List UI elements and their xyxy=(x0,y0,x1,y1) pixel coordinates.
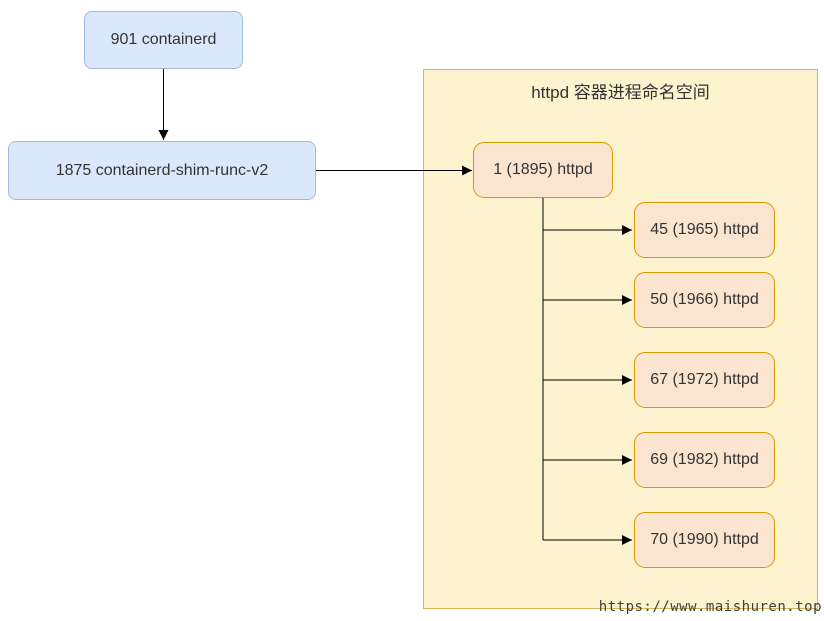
process-box-httpd-child-69: 69 (1982) httpd xyxy=(634,432,775,488)
process-label-httpd-child: 45 (1965) httpd xyxy=(650,221,759,238)
process-box-containerd-shim: 1875 containerd-shim-runc-v2 xyxy=(8,141,316,200)
process-label-httpd-child: 69 (1982) httpd xyxy=(650,451,759,468)
process-label-httpd-child: 67 (1972) httpd xyxy=(650,371,759,388)
process-box-httpd-child-50: 50 (1966) httpd xyxy=(634,272,775,328)
process-label-containerd: 901 containerd xyxy=(110,31,217,48)
process-label-httpd-child: 50 (1966) httpd xyxy=(650,291,759,308)
process-box-httpd-child-67: 67 (1972) httpd xyxy=(634,352,775,408)
process-box-containerd: 901 containerd xyxy=(84,11,243,69)
watermark-url: https://www.maishuren.top xyxy=(598,599,822,615)
process-label-httpd-child: 70 (1990) httpd xyxy=(650,531,759,548)
process-label-httpd-root: 1 (1895) httpd xyxy=(493,161,593,178)
process-box-httpd-root: 1 (1895) httpd xyxy=(473,142,613,198)
process-label-containerd-shim: 1875 containerd-shim-runc-v2 xyxy=(55,161,269,179)
process-box-httpd-child-45: 45 (1965) httpd xyxy=(634,202,775,258)
namespace-title: httpd 容器进程命名空间 xyxy=(531,83,710,102)
process-box-httpd-child-70: 70 (1990) httpd xyxy=(634,512,775,568)
